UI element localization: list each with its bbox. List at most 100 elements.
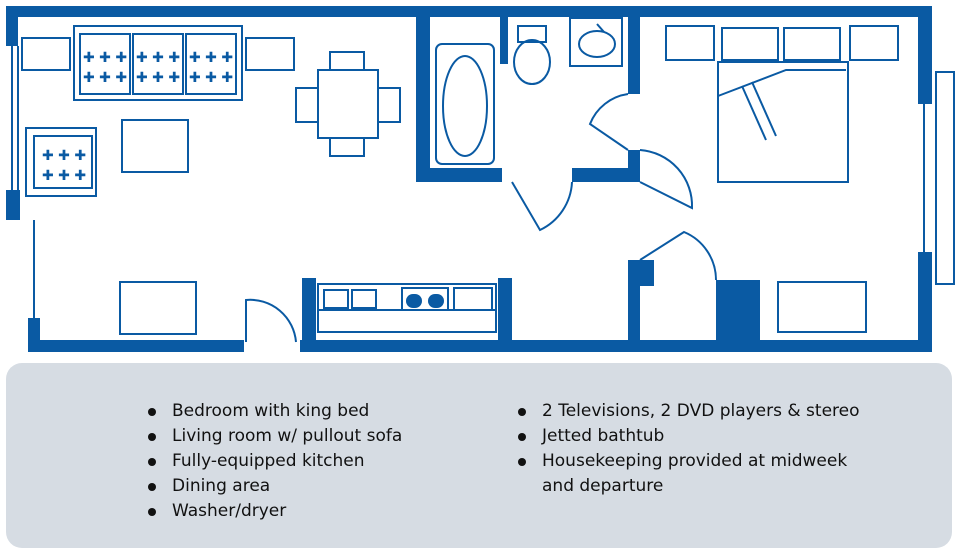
bath-wall-bottom-right [572, 168, 640, 182]
bathtub-basin [442, 55, 488, 157]
sofa-cushion-pattern-3b: ✚ ✚ ✚ [189, 70, 233, 86]
feature-text: Bedroom with king bed [172, 401, 370, 421]
bed-sheet-line-1 [741, 85, 767, 141]
dining-table [317, 69, 379, 139]
kitchen-wall-right [498, 278, 512, 352]
door-bedroom [639, 149, 694, 210]
armchair-pattern-2: ✚ ✚ ✚ [42, 168, 86, 184]
bed [717, 61, 849, 183]
bath-sink-counter [569, 17, 623, 67]
cushion-patterns: ✚ ✚ ✚ ✚ ✚ ✚ ✚ ✚ ✚ ✚ ✚ ✚ ✚ ✚ ✚ ✚ ✚ ✚ ✚ ✚ … [42, 50, 233, 184]
outer-wall-right-lower [918, 252, 932, 352]
toilet-tank [517, 25, 547, 43]
bullet-icon [148, 483, 156, 491]
dining-chair-left [295, 87, 319, 123]
tv-cabinet-living [119, 281, 197, 335]
list-item: Housekeeping provided at midweek and dep… [516, 449, 872, 499]
floor-plan: ✚ ✚ ✚ ✚ ✚ ✚ ✚ ✚ ✚ ✚ ✚ ✚ ✚ ✚ ✚ ✚ ✚ ✚ ✚ ✚ … [6, 6, 955, 352]
bed-sheet-fold [717, 69, 846, 97]
pillow-left [721, 27, 779, 61]
sofa-cushion-pattern-3: ✚ ✚ ✚ [189, 50, 233, 66]
features-panel: Bedroom with king bed Living room w/ pul… [6, 363, 952, 548]
kitchen-stove [401, 287, 449, 311]
outer-wall-right-upper [918, 6, 932, 104]
armchair-cushion [33, 135, 93, 189]
sofa-cushion-1 [79, 33, 131, 95]
dining-chair-bottom [329, 137, 365, 157]
nightstand-left [665, 25, 715, 61]
outer-wall-bottom-right [300, 340, 932, 352]
sofa-cushion-3 [185, 33, 237, 95]
kitchen-sink-2 [351, 289, 377, 309]
bullet-icon [148, 458, 156, 466]
bath-wall-bottom [416, 168, 502, 182]
sofa [73, 25, 243, 101]
bath-wall-left [416, 6, 430, 182]
list-item: Dining area [146, 474, 402, 499]
bed-sheet-line-2 [751, 81, 777, 137]
fixtures [11, 17, 955, 343]
sofa-cushion-pattern-1: ✚ ✚ ✚ [83, 50, 127, 66]
feature-text: 2 Televisions, 2 DVD players & stereo [542, 401, 860, 421]
feature-text: Dining area [172, 476, 271, 496]
toilet-bowl [513, 39, 551, 85]
bullet-icon [148, 508, 156, 516]
door-bedroom-bath [588, 93, 629, 151]
bullet-icon [148, 408, 156, 416]
list-item: 2 Televisions, 2 DVD players & stereo [516, 399, 872, 424]
kitchen-wall-left [302, 278, 316, 352]
bullet-icon [518, 408, 526, 416]
stove-burner-2 [428, 294, 444, 308]
fixture-fills [406, 260, 654, 308]
bath-wall-right-upper [628, 6, 640, 94]
bullet-icon [518, 458, 526, 466]
list-item: Fully-equipped kitchen [146, 449, 402, 474]
outer-wall-left-upper [6, 6, 18, 46]
list-item: Bedroom with king bed [146, 399, 402, 424]
kitchen-sink-1 [323, 289, 349, 309]
armchair [25, 127, 97, 197]
bullet-icon [148, 433, 156, 441]
list-item: Living room w/ pullout sofa [146, 424, 402, 449]
kitchen-fridge [453, 287, 493, 311]
walls [6, 6, 932, 352]
tv-cabinet-bedroom [777, 281, 867, 333]
door-bathroom [511, 181, 573, 232]
features-list-left: Bedroom with king bed Living room w/ pul… [146, 399, 402, 524]
feature-text: Living room w/ pullout sofa [172, 426, 403, 446]
feature-text: Housekeeping provided at midweek and dep… [542, 451, 848, 496]
door-entry [245, 298, 297, 343]
bullet-icon [518, 433, 526, 441]
pillow-right [783, 27, 841, 61]
closet-wall-left [628, 260, 640, 352]
list-item: Jetted bathtub [516, 424, 872, 449]
armchair-pattern-1: ✚ ✚ ✚ [42, 148, 86, 164]
closet-wall-block [716, 280, 760, 352]
kitchen-counter-front [317, 309, 497, 333]
dining-chair-right [377, 87, 401, 123]
stove-burner-1 [406, 294, 422, 308]
outer-wall-left-mid [6, 190, 20, 220]
nightstand-right [849, 25, 899, 61]
sofa-cushion-pattern-2b: ✚ ✚ ✚ [136, 70, 180, 86]
feature-text: Fully-equipped kitchen [172, 451, 365, 471]
list-item: Washer/dryer [146, 499, 402, 524]
bath-sink-basin [578, 30, 616, 58]
end-table-left [21, 37, 71, 71]
outer-wall-left-lower [28, 318, 40, 352]
outer-wall-bottom-left [28, 340, 244, 352]
window-right-frame [935, 71, 955, 285]
coffee-table [121, 119, 189, 173]
sofa-cushion-pattern-1b: ✚ ✚ ✚ [83, 70, 127, 86]
feature-text: Jetted bathtub [542, 426, 665, 446]
bathtub [435, 43, 495, 165]
dining-chair-top [329, 51, 365, 71]
features-list-right: 2 Televisions, 2 DVD players & stereo Je… [516, 399, 872, 499]
door-closet [639, 230, 717, 281]
outer-wall-top [6, 6, 932, 17]
sofa-cushion-2 [132, 33, 184, 95]
sofa-cushion-pattern-2: ✚ ✚ ✚ [136, 50, 180, 66]
bath-partition [500, 6, 508, 64]
end-table-right [245, 37, 295, 71]
feature-text: Washer/dryer [172, 501, 287, 521]
